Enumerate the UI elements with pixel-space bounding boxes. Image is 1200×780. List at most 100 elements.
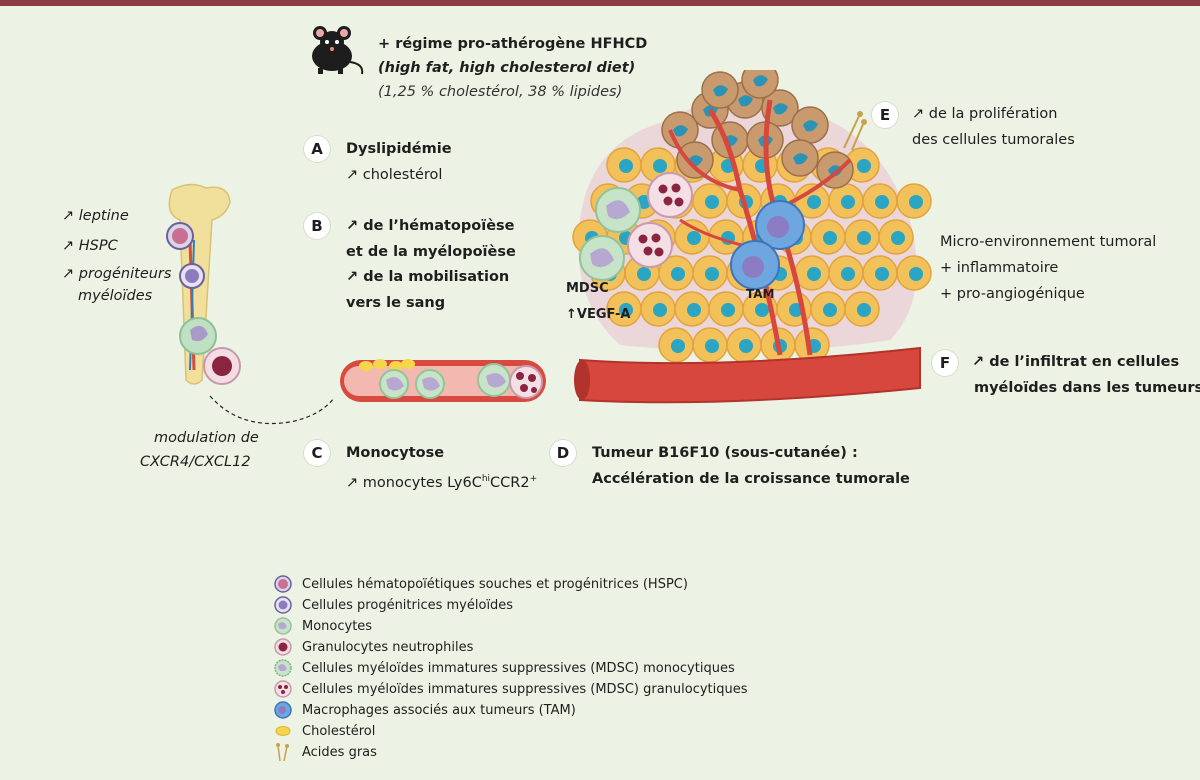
- step-d-line1: Tumeur B16F10 (sous-cutanée) :: [592, 445, 858, 461]
- step-f-badge: F: [932, 350, 958, 376]
- tumor-cell-nucleus: [875, 267, 889, 281]
- hspc-cell-icon: [274, 575, 292, 593]
- tumor-cell-nucleus: [705, 195, 719, 209]
- tumor-cell-nucleus: [807, 195, 821, 209]
- legend-label: Cellules myéloïdes immatures suppressive…: [302, 681, 748, 697]
- legend-item-fatty-acids: Acides gras: [272, 742, 377, 762]
- legend-item-mdsc-mono: Cellules myéloïdes immatures suppressive…: [272, 658, 735, 678]
- step-e-line1: ↗ de la prolifération: [912, 106, 1058, 122]
- microenv-line3: + pro-angiogénique: [940, 286, 1085, 302]
- mdsc-granulocytic-granule: [674, 197, 684, 207]
- legend-item-tam: Macrophages associés aux tumeurs (TAM): [272, 700, 576, 720]
- legend-item-hspc: Cellules hématopoïétiques souches et pro…: [272, 574, 688, 594]
- step-b-line2: et de la myélopoïèse: [346, 244, 516, 260]
- mdsc-granulocytic-icon: [274, 680, 292, 698]
- tam-nucleus: [742, 256, 764, 278]
- legend-label: Macrophages associés aux tumeurs (TAM): [302, 702, 576, 718]
- step-e-badge: E: [872, 102, 898, 128]
- step-b-line1: ↗ de l’hématopoïèse: [346, 218, 515, 234]
- step-c-badge: C: [304, 440, 330, 466]
- mdsc-granulocytic-cell: [647, 172, 693, 218]
- mdsc-granulocytic-granule: [663, 196, 673, 206]
- mdsc-granulocytic-granule: [643, 246, 653, 256]
- myeloid-label: myéloïdes: [78, 288, 153, 304]
- legend-label: Cellules hématopoïétiques souches et pro…: [302, 576, 688, 592]
- tumor-cell-nucleus: [857, 231, 871, 245]
- mdsc-granulocytic-cell: [627, 222, 673, 268]
- step-b-badge: B: [304, 213, 330, 239]
- mdsc-granulocytic-granule: [651, 233, 661, 243]
- tumor-cell-nucleus: [875, 195, 889, 209]
- step-c-detail: ↗ monocytes Ly6ChiCCR2+: [346, 474, 538, 491]
- vegf-label: ↑VEGF-A: [566, 307, 630, 322]
- myeloid-progenitor-icon: [274, 596, 292, 614]
- tumor-cell-nucleus: [841, 195, 855, 209]
- legend-item-mdsc-gran: Cellules myéloïdes immatures suppressive…: [272, 679, 748, 699]
- step-f-line1: ↗ de l’infiltrat en cellules: [972, 354, 1180, 370]
- legend-label: Granulocytes neutrophiles: [302, 639, 474, 655]
- step-c-title: Monocytose: [346, 445, 445, 461]
- tam-icon: [274, 701, 292, 719]
- mdsc-monocytic-nucleus: [590, 248, 614, 268]
- proliferating-cell-nucleus: [673, 125, 688, 137]
- legend-item-neutrophil: Granulocytes neutrophiles: [272, 637, 473, 657]
- proliferating-cell-nucleus: [803, 120, 818, 132]
- tumor-cell-nucleus: [671, 339, 685, 353]
- modulation-label: modulation de: [154, 430, 259, 446]
- tumor-cell-nucleus: [807, 267, 821, 281]
- mouse-icon: [312, 26, 364, 75]
- proliferating-cell-nucleus: [793, 153, 808, 165]
- hspc-label: ↗ HSPC: [62, 238, 118, 254]
- step-a-detail: ↗ cholestérol: [346, 167, 443, 183]
- tumor-cell-nucleus: [721, 303, 735, 317]
- fatty-acid-icon: [276, 743, 289, 762]
- tumor-cell-nucleus: [823, 303, 837, 317]
- mdsc-granulocytic-granule: [671, 183, 681, 193]
- tam-nucleus: [767, 216, 789, 238]
- mdsc-monocytic-nucleus: [606, 200, 630, 220]
- proliferating-cell-nucleus: [773, 103, 788, 115]
- leptin-label: ↗ leptine: [62, 208, 129, 224]
- tumor-cell-nucleus: [841, 267, 855, 281]
- step-b-line3: ↗ de la mobilisation: [346, 269, 510, 285]
- mdsc-label: MDSC: [566, 281, 609, 296]
- microenv-line1: Micro-environnement tumoral: [940, 234, 1157, 250]
- tumor-cell-nucleus: [687, 231, 701, 245]
- tumor-cell-nucleus: [687, 303, 701, 317]
- tumor-cell-nucleus: [739, 339, 753, 353]
- microenv-line2: + inflammatoire: [940, 260, 1059, 276]
- tumor-cell-nucleus: [909, 195, 923, 209]
- tumor-cell-nucleus: [653, 303, 667, 317]
- tumor-cell-nucleus: [653, 159, 667, 173]
- neutrophil-icon: [274, 638, 292, 656]
- progenitors-label: ↗ progéniteurs: [62, 266, 172, 282]
- tumor-cell-nucleus: [823, 231, 837, 245]
- step-d-badge: D: [550, 440, 576, 466]
- tumor-cell-nucleus: [705, 267, 719, 281]
- legend-item-monocyte: Monocytes: [272, 616, 372, 636]
- bone-illustration: [166, 183, 241, 385]
- step-b-line4: vers le sang: [346, 295, 446, 311]
- step-a-badge: A: [304, 136, 330, 162]
- step-a-title: Dyslipidémie: [346, 141, 452, 157]
- cholesterol-icon: [275, 726, 291, 736]
- mdsc-monocytic-icon: [274, 659, 292, 677]
- tumor-cell-nucleus: [619, 159, 633, 173]
- step-d-line2: Accélération de la croissance tumorale: [592, 471, 910, 487]
- mdsc-granulocytic-granule: [638, 234, 648, 244]
- legend-label: Cellules myéloïdes immatures suppressive…: [302, 660, 735, 676]
- step-e-line2: des cellules tumorales: [912, 132, 1075, 148]
- cxcr4-label: CXCR4/CXCL12: [140, 454, 251, 470]
- tam-label: TAM: [746, 287, 774, 301]
- proliferating-cell-nucleus: [753, 75, 768, 87]
- diet-subtitle: (high fat, high cholesterol diet): [378, 60, 636, 76]
- blood-vessel-illustration: [340, 359, 546, 402]
- legend-label: Monocytes: [302, 618, 373, 634]
- legend-label: Cholestérol: [302, 723, 376, 739]
- proliferating-cell-nucleus: [713, 85, 728, 97]
- step-f-line2: myéloïdes dans les tumeurs: [974, 380, 1200, 396]
- mdsc-granulocytic-granule: [658, 184, 668, 194]
- legend-label: Acides gras: [302, 744, 377, 760]
- tumor-cell-nucleus: [857, 303, 871, 317]
- diet-composition: (1,25 % cholestérol, 38 % lipides): [378, 84, 623, 100]
